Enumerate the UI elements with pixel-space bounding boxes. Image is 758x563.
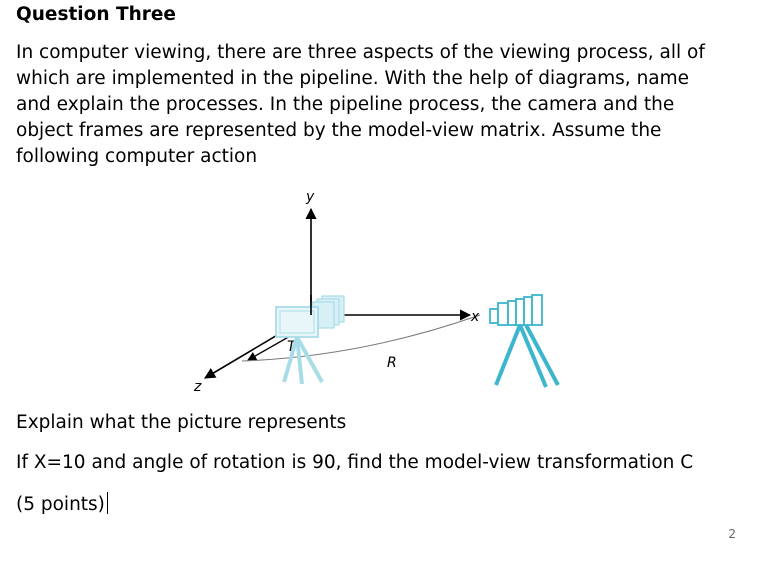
question-heading: Question Three <box>16 4 176 25</box>
rotation-arc <box>241 314 481 362</box>
rotation-label: R <box>387 355 397 371</box>
intro-line: and explain the processes. In the pipeli… <box>16 94 675 115</box>
z-axis-label: z <box>193 379 202 395</box>
camera-diagram: y x z T R <box>193 189 560 395</box>
page-number: 2 <box>728 527 736 541</box>
text-cursor <box>106 492 108 514</box>
intro-line: object frames are represented by the mod… <box>16 120 662 141</box>
intro-line: In computer viewing, there are three asp… <box>16 42 705 63</box>
points-text: (5 points) <box>16 494 105 515</box>
intro-paragraph: In computer viewing, there are three asp… <box>16 40 744 170</box>
x-axis-label: x <box>470 309 480 325</box>
intro-line: following computer action <box>16 146 258 167</box>
question-2-text: If X=10 and angle of rotation is 90, fin… <box>16 452 694 473</box>
y-axis-label: y <box>305 189 315 205</box>
points-line[interactable]: (5 points) <box>16 492 108 515</box>
translation-label: T <box>287 339 297 355</box>
translation-arrow <box>247 334 293 361</box>
question-1-text: Explain what the picture represents <box>16 412 347 433</box>
intro-line: which are implemented in the pipeline. W… <box>16 68 690 89</box>
camera-moved-icon <box>489 294 560 388</box>
